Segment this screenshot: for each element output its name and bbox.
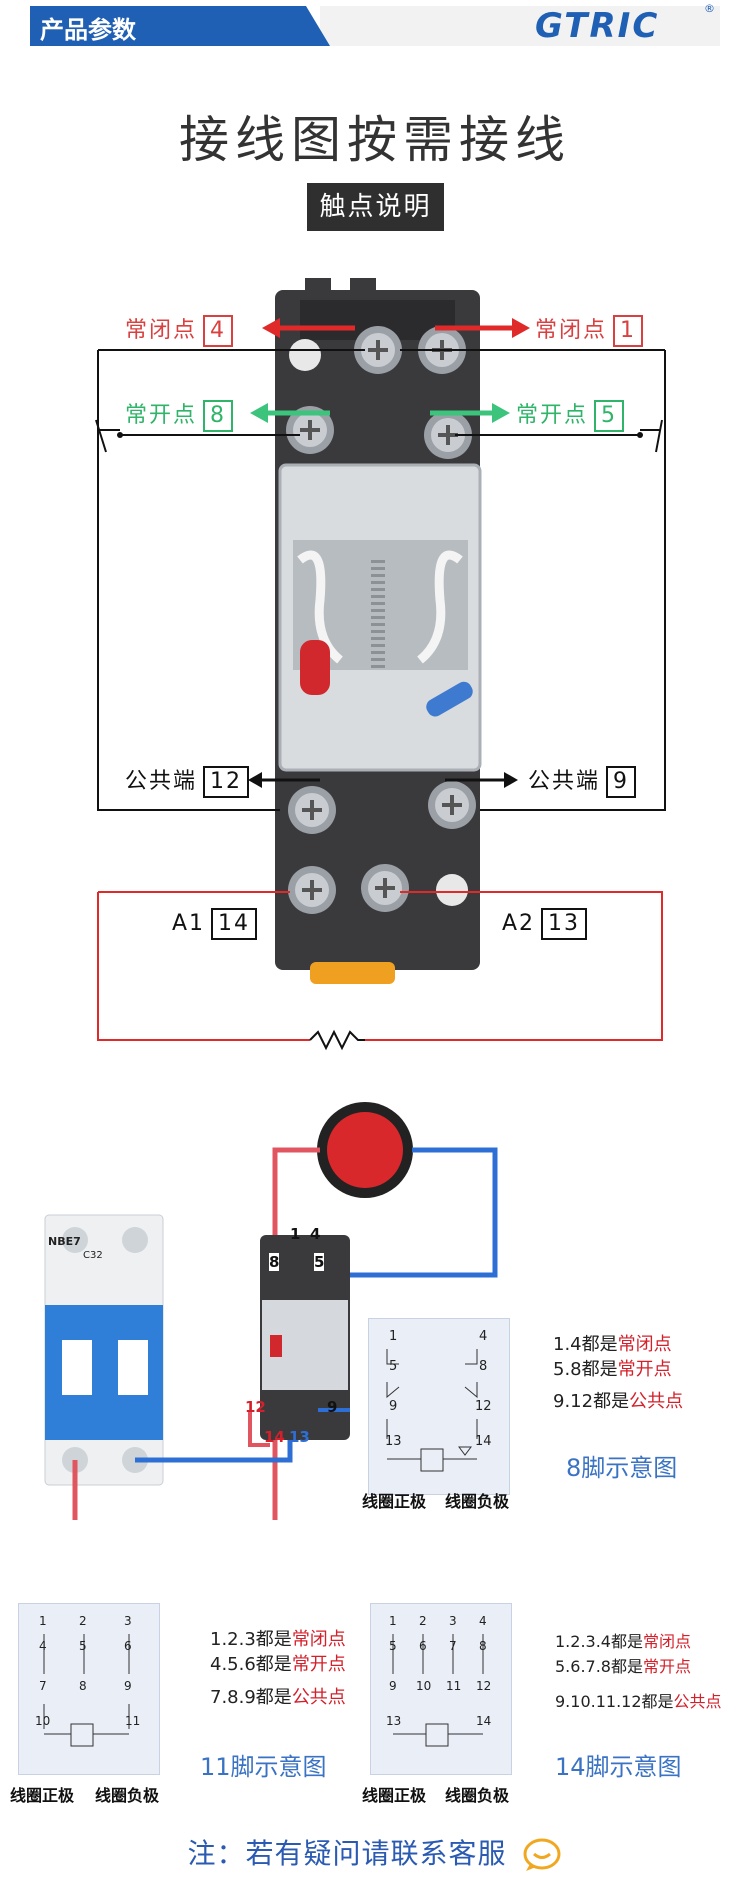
pin-3: 3 <box>124 1614 132 1628</box>
relay-term-4: 4 <box>310 1225 321 1243</box>
relay-term-14: 14 <box>264 1428 285 1446</box>
page-title: 接线图按需接线 <box>179 111 571 169</box>
header-strip <box>320 6 720 46</box>
pin11-caption: 11脚示意图 <box>200 1753 327 1781</box>
pin-5: 5 <box>79 1639 87 1653</box>
pin-9: 9 <box>389 1399 398 1414</box>
chat-bubble-icon[interactable] <box>522 1838 562 1872</box>
pin-2: 2 <box>419 1614 427 1628</box>
pin14-caption: 14脚示意图 <box>555 1753 682 1781</box>
pin-1: 1 <box>389 1614 397 1628</box>
pin-13: 13 <box>386 1714 402 1728</box>
pin-9: 9 <box>389 1679 397 1693</box>
pin-14: 14 <box>475 1434 492 1449</box>
pin-7: 7 <box>39 1679 47 1693</box>
pin8-schematic <box>386 1349 478 1472</box>
pin-10: 10 <box>416 1679 432 1693</box>
pin8-note-1: 1.4都是常闭点 <box>553 1334 672 1355</box>
pin14-note-3: 9.10.11.12都是公共点 <box>555 1692 722 1711</box>
pin-13: 13 <box>385 1434 402 1449</box>
pin-3: 3 <box>449 1614 457 1628</box>
resistor-symbol <box>309 1029 365 1051</box>
pin-9: 9 <box>124 1679 132 1693</box>
release-tab <box>310 962 395 984</box>
pin-2: 2 <box>79 1614 87 1628</box>
pin-5: 5 <box>389 1359 398 1374</box>
header-bar: 产品参数 GTRIC ® <box>0 0 750 56</box>
relay-term-1: 1 <box>290 1225 301 1243</box>
contact-note: 注：若有疑问请联系客服 <box>0 1832 750 1872</box>
pin8-note-2: 5.8都是常开点 <box>553 1359 672 1380</box>
relay-term-9: 9 <box>327 1398 338 1416</box>
pin-5: 5 <box>389 1639 397 1653</box>
pin-11: 11 <box>125 1714 141 1728</box>
pin-1: 1 <box>39 1614 47 1628</box>
screw-icon <box>428 781 476 829</box>
pin8-diagram: 1 4 5 8 9 12 13 14 <box>368 1318 510 1495</box>
pin14-note-2: 5.6.7.8都是常开点 <box>555 1657 691 1676</box>
pin-1: 1 <box>389 1329 398 1344</box>
relay-term-12: 12 <box>245 1398 266 1416</box>
pin-8: 8 <box>79 1679 87 1693</box>
registered-mark: ® <box>704 2 715 15</box>
pin11-note-1: 1.2.3都是常闭点 <box>210 1629 346 1650</box>
screw-icon <box>354 326 402 374</box>
pin14-schematic <box>392 1634 484 1747</box>
pin8-coil-neg: 线圈负极 <box>445 1492 510 1511</box>
pin8-coil-pos: 线圈正极 <box>362 1492 427 1511</box>
pin14-note-1: 1.2.3.4都是常闭点 <box>555 1632 691 1651</box>
relay-wiring-diagram <box>95 278 666 1051</box>
pin11-diagram: 1 2 3 4 5 6 7 8 9 10 11 <box>18 1603 160 1775</box>
breaker-rating: C32 <box>83 1250 103 1261</box>
pin-6: 6 <box>419 1639 427 1653</box>
pin-4: 4 <box>39 1639 47 1653</box>
screw-icon <box>361 864 409 912</box>
pin11-coil-pos: 线圈正极 <box>10 1786 75 1805</box>
screw-icon <box>288 866 336 914</box>
pin8-caption: 8脚示意图 <box>566 1454 678 1482</box>
breaker-model: NBE7 <box>48 1235 81 1248</box>
pin14-coil-neg: 线圈负极 <box>445 1786 510 1805</box>
pin14-diagram: 1 2 3 4 5 6 7 8 9 10 11 12 13 14 <box>370 1603 512 1775</box>
led-indicator <box>300 640 330 695</box>
relay-term-8: 8 <box>269 1253 280 1271</box>
pin11-schematic <box>43 1634 130 1747</box>
screw-icon <box>286 406 334 454</box>
wiring-example <box>44 1102 498 1520</box>
brand-logo: GTRIC <box>535 6 660 46</box>
pin-10: 10 <box>35 1714 51 1728</box>
pin-12: 12 <box>476 1679 492 1693</box>
pin14-coil-pos: 线圈正极 <box>362 1786 427 1805</box>
pin-14: 14 <box>476 1714 492 1728</box>
header-tab <box>30 6 330 46</box>
section-title: 产品参数 <box>40 16 136 44</box>
pin11-coil-neg: 线圈负极 <box>95 1786 160 1805</box>
pin8-note-3: 9.12都是公共点 <box>553 1391 684 1412</box>
pin-8: 8 <box>479 1639 487 1653</box>
pin-8: 8 <box>479 1359 488 1374</box>
contact-description-badge: 触点说明 <box>307 183 444 231</box>
screw-icon <box>288 786 336 834</box>
pin-4: 4 <box>479 1329 488 1344</box>
pin-4: 4 <box>479 1614 487 1628</box>
pin-11: 11 <box>446 1679 462 1693</box>
pin11-note-3: 7.8.9都是公共点 <box>210 1687 346 1708</box>
relay-term-5: 5 <box>314 1253 325 1271</box>
pin-12: 12 <box>475 1399 492 1414</box>
relay-term-13: 13 <box>289 1428 310 1446</box>
pin-6: 6 <box>124 1639 132 1653</box>
pin-7: 7 <box>449 1639 457 1653</box>
pin11-note-2: 4.5.6都是常开点 <box>210 1654 346 1675</box>
screw-icon <box>424 411 472 459</box>
